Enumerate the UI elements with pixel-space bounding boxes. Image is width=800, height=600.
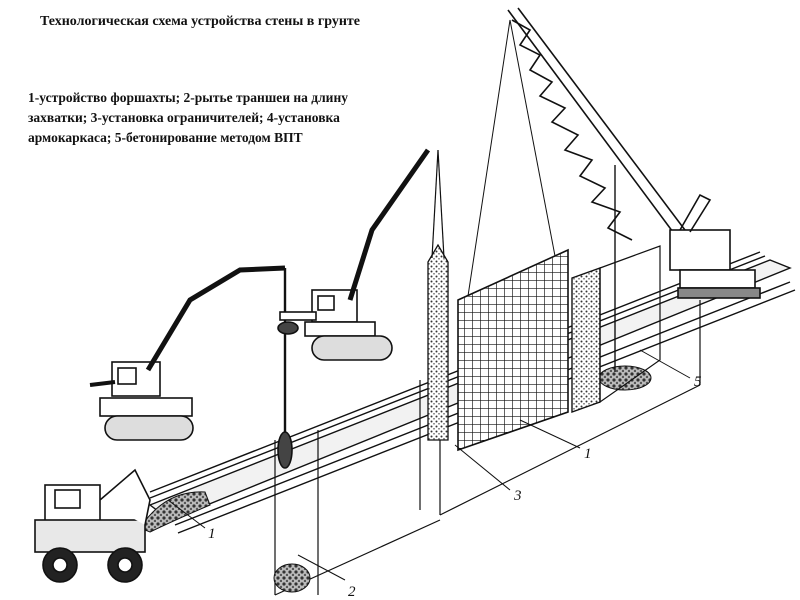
- legend-line-2: захватки; 3-установка ограничителей; 4-у…: [28, 110, 340, 125]
- gravel-pile: [139, 491, 211, 533]
- reinforcement-cage: [457, 19, 569, 452]
- callout-2: 2: [348, 584, 356, 600]
- callout-1a: 1: [208, 526, 216, 542]
- callout-5: 5: [694, 374, 702, 390]
- excavator-icon: [89, 265, 293, 469]
- excavator-icon: [277, 148, 431, 361]
- callout-3: 3: [513, 488, 522, 504]
- page-title: Технологическая схема устройства стены в…: [40, 14, 360, 29]
- trench: [274, 300, 701, 596]
- callout-leaders: [167, 349, 691, 581]
- legend-line-1: 1-устройство форшахты; 2-рытье траншеи н…: [28, 90, 348, 105]
- gravel-pile: [598, 365, 652, 391]
- legend: 1-устройство форшахты; 2-рытье траншеи н…: [28, 88, 418, 148]
- gravel-pile: [273, 563, 311, 593]
- concrete-panel: [571, 165, 661, 413]
- callout-1b: 1: [584, 446, 592, 462]
- legend-line-3: армокаркаса; 5-бетонирование методом ВПТ: [28, 130, 303, 145]
- crane-icon: [507, 7, 761, 299]
- dump-truck-icon: [34, 468, 151, 583]
- limiter: [427, 149, 449, 441]
